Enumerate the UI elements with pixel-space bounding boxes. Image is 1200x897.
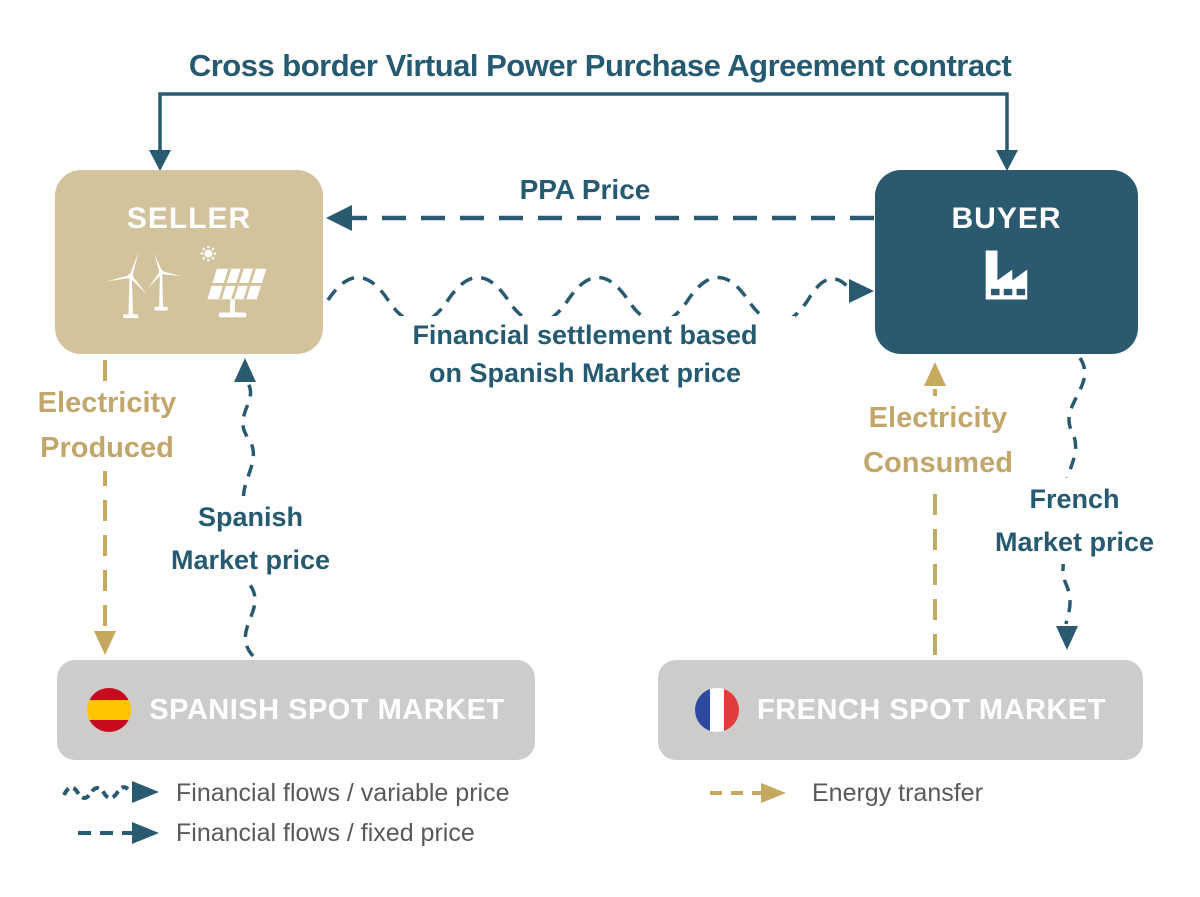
diagram-title: Cross border Virtual Power Purchase Agre… xyxy=(188,48,1012,83)
ppa-price-arrow xyxy=(326,205,874,231)
contract-arrow xyxy=(149,92,1018,171)
legend-fixed-price: Financial flows / fixed price xyxy=(60,818,475,848)
spain-flag-icon xyxy=(87,688,132,732)
legend-energy-transfer: Energy transfer xyxy=(700,778,983,808)
spanish-spot-market-node: SPANISH SPOT MARKET xyxy=(57,660,535,760)
wind-turbines-icon xyxy=(106,242,182,324)
electricity-produced-label: Electricity Produced xyxy=(22,381,192,471)
buyer-label: BUYER xyxy=(951,202,1062,235)
legend-variable-price: Financial flows / variable price xyxy=(60,778,509,808)
solar-panel-icon xyxy=(196,244,272,324)
spanish-price-line1: Spanish xyxy=(197,502,304,532)
factory-icon xyxy=(975,242,1039,308)
french-price-line1: French xyxy=(1029,484,1120,514)
electricity-produced-line2: Produced xyxy=(40,432,174,464)
french-spot-market-label: FRENCH SPOT MARKET xyxy=(757,693,1106,726)
french-spot-market-node: FRENCH SPOT MARKET xyxy=(658,660,1143,760)
dashed-arrow-icon xyxy=(60,818,162,848)
seller-label: SELLER xyxy=(126,202,252,235)
spanish-spot-market-label: SPANISH SPOT MARKET xyxy=(149,693,505,726)
settlement-line1: Financial settlement based xyxy=(412,320,758,350)
electricity-consumed-line1: Electricity xyxy=(868,402,1008,434)
buyer-node: BUYER xyxy=(875,170,1138,354)
settlement-label: Financial settlement based on Spanish Ma… xyxy=(375,316,795,392)
legend-variable-price-label: Financial flows / variable price xyxy=(176,778,510,807)
seller-node: SELLER xyxy=(55,170,323,354)
legend-fixed-price-label: Financial flows / fixed price xyxy=(176,818,475,847)
energy-arrow-icon xyxy=(700,778,790,808)
french-price-line2: Market price xyxy=(994,527,1155,557)
buyer-icons xyxy=(975,242,1039,308)
seller-icons xyxy=(106,242,272,324)
french-market-price-label: French Market price xyxy=(972,478,1177,564)
legend-energy-transfer-label: Energy transfer xyxy=(812,778,983,807)
france-flag-icon xyxy=(695,688,740,732)
spanish-market-price-label: Spanish Market price xyxy=(148,496,353,582)
wavy-arrow-icon xyxy=(60,778,162,808)
electricity-produced-line1: Electricity xyxy=(37,387,177,419)
ppa-price-label: PPA Price xyxy=(519,174,651,205)
electricity-consumed-line2: Consumed xyxy=(863,447,1013,479)
settlement-line2: on Spanish Market price xyxy=(428,358,742,388)
electricity-consumed-label: Electricity Consumed xyxy=(852,396,1024,486)
spanish-price-line2: Market price xyxy=(170,545,331,575)
